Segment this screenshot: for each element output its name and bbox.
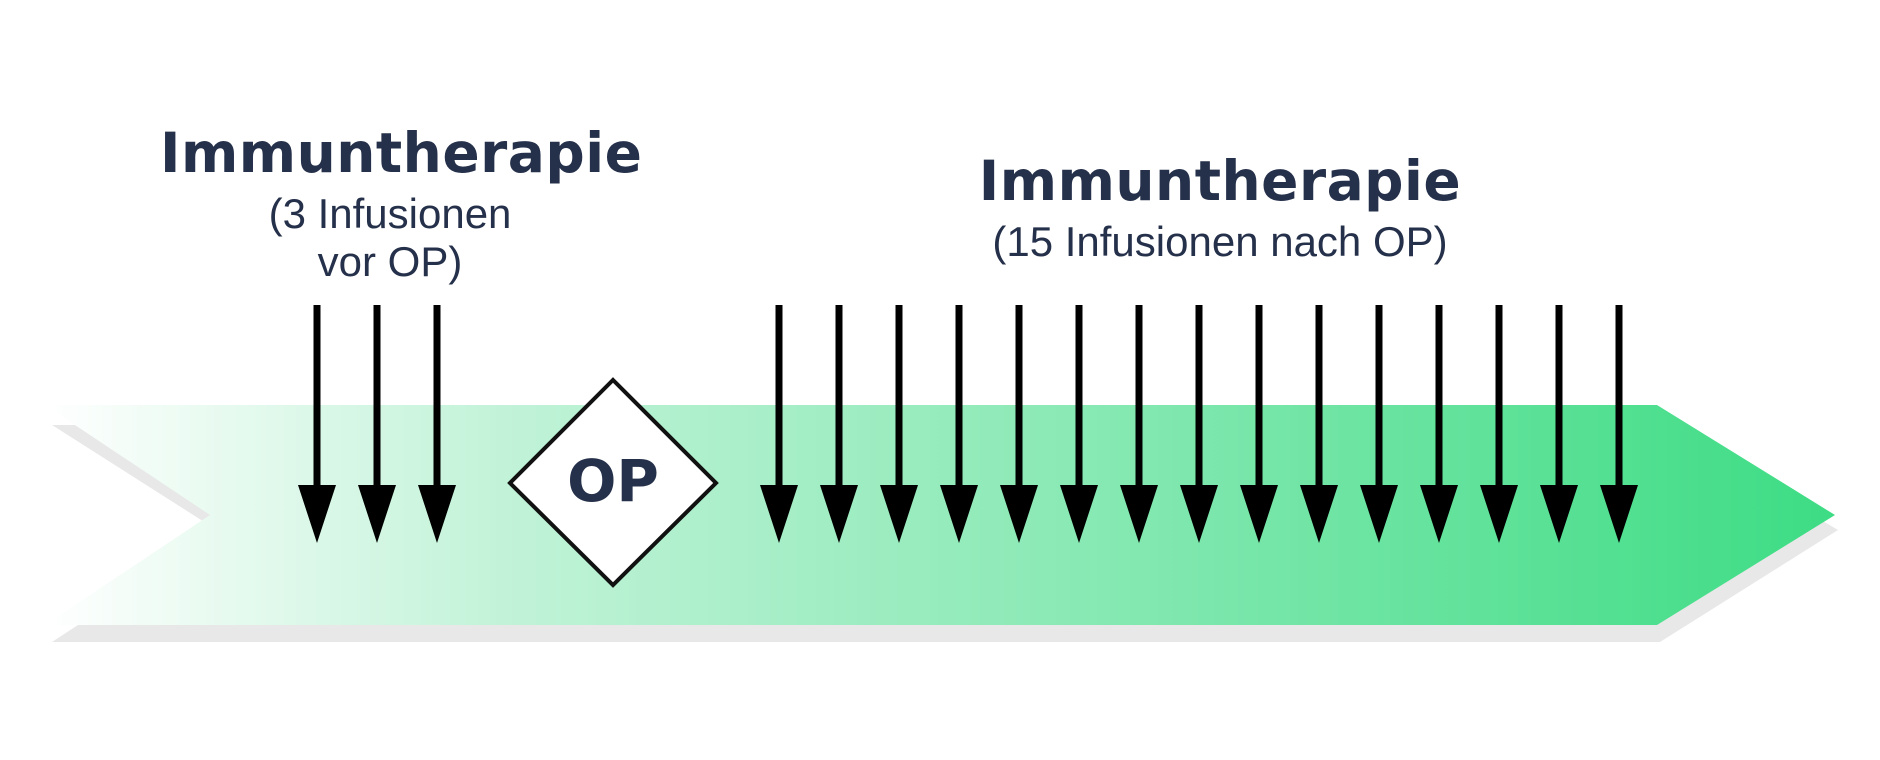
post-op-infusion-arrow-4 <box>940 305 978 543</box>
post-op-infusion-arrow-8 <box>1180 305 1218 543</box>
post-op-infusion-arrow-14 <box>1540 305 1578 543</box>
post-op-infusion-arrows <box>760 305 1638 543</box>
post-op-infusion-arrow-11 <box>1360 305 1398 543</box>
post-op-infusion-arrow-2 <box>820 305 858 543</box>
pre-op-infusion-arrow-3 <box>418 305 456 543</box>
op-label: OP <box>567 447 659 515</box>
post-op-infusion-arrow-15 <box>1600 305 1638 543</box>
post-op-infusion-arrow-6 <box>1060 305 1098 543</box>
pre-op-infusion-arrow-2 <box>358 305 396 543</box>
pre-op-title: Immuntherapie <box>160 121 643 185</box>
op-diamond <box>507 377 719 588</box>
post-op-therapy-label: Immuntherapie (15 Infusionen nach OP) <box>880 150 1560 266</box>
post-op-title: Immuntherapie <box>978 149 1462 213</box>
pre-op-subtitle-line1: (3 Infusionen <box>268 190 512 237</box>
pre-op-infusion-arrows <box>298 305 456 543</box>
post-op-infusion-arrow-1 <box>760 305 798 543</box>
pre-op-subtitle-line2: vor OP) <box>317 238 463 285</box>
pre-op-therapy-label: Immuntherapie (3 Infusionen vor OP) <box>160 121 643 286</box>
post-op-infusion-arrow-10 <box>1300 305 1338 543</box>
post-op-infusion-arrow-13 <box>1480 305 1518 543</box>
post-op-infusion-arrow-3 <box>880 305 918 543</box>
post-op-infusion-arrow-7 <box>1120 305 1158 543</box>
post-op-infusion-arrow-5 <box>1000 305 1038 543</box>
post-op-infusion-arrow-12 <box>1420 305 1458 543</box>
timeline-arrow <box>45 405 1835 625</box>
post-op-subtitle: (15 Infusionen nach OP) <box>992 218 1448 265</box>
pre-op-infusion-arrow-1 <box>298 305 336 543</box>
post-op-infusion-arrow-9 <box>1240 305 1278 543</box>
